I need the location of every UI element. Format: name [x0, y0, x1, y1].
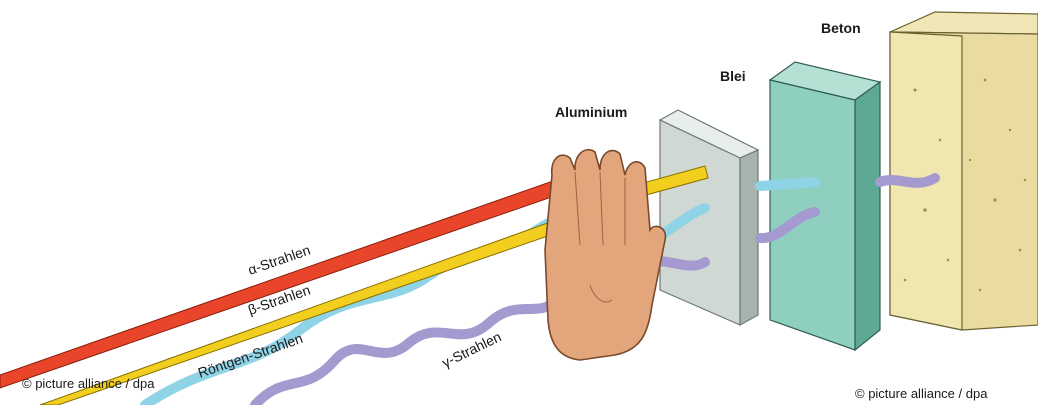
- credit-left: © picture alliance / dpa: [22, 376, 155, 391]
- aluminium-plate: [660, 110, 758, 325]
- blei-plate: [770, 62, 880, 350]
- xray-beam-segment-blei: [760, 182, 815, 186]
- label-blei: Blei: [720, 68, 746, 84]
- gamma-beam: [255, 285, 590, 405]
- label-beton: Beton: [821, 20, 861, 36]
- hand: [545, 150, 665, 360]
- label-aluminium: Aluminium: [555, 104, 627, 120]
- credit-right: © picture alliance / dpa: [855, 386, 988, 401]
- alpha-beam: [0, 168, 595, 388]
- gamma-beam-segment-beton: [880, 178, 935, 183]
- beton-block: [890, 12, 1038, 330]
